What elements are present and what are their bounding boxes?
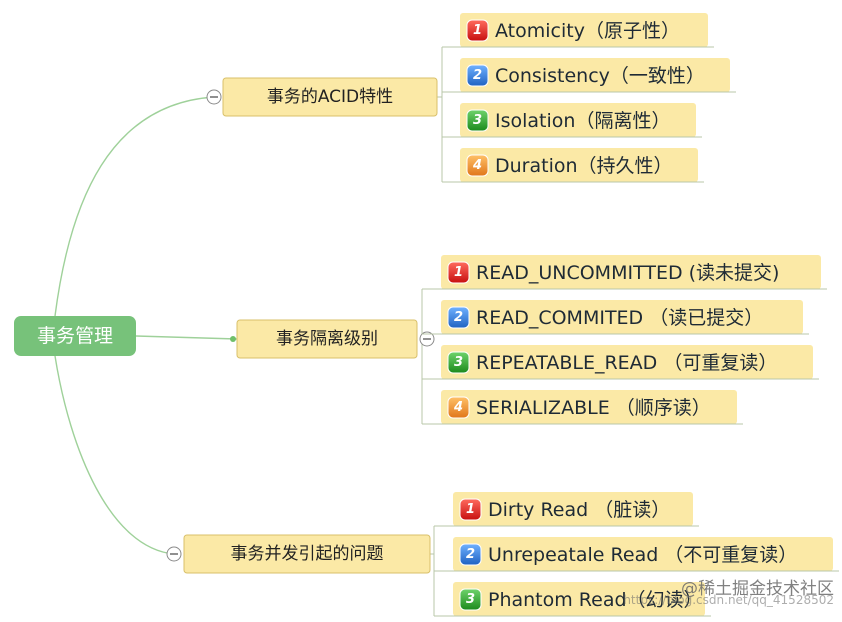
leaf-node-box (460, 148, 698, 182)
badge-number: 2 (466, 547, 475, 562)
leaf-label: Duration（持久性） (495, 155, 673, 177)
number-badge-icon: 1 (459, 498, 482, 521)
leaf-brackets (421, 47, 443, 616)
number-badge-icon: 2 (447, 306, 470, 329)
badge-number: 3 (466, 592, 475, 607)
collapse-toggle-icon[interactable] (166, 546, 182, 562)
branch-node-box (183, 534, 431, 574)
number-badge-icon: 3 (466, 109, 489, 132)
leaf-node[interactable]: 1 Dirty Read （脏读） (434, 492, 699, 527)
number-badge-icon: 4 (466, 154, 489, 177)
leaf-node-box (441, 300, 803, 334)
connector-line (54, 355, 175, 555)
number-badge-icon: 1 (447, 261, 470, 284)
leaf-label: SERIALIZABLE （顺序读） (476, 397, 711, 419)
number-badge-icon: 4 (447, 396, 470, 419)
leaf-label: Isolation（隔离性） (495, 110, 670, 132)
leaf-node[interactable]: 2 Consistency（一致性） (442, 58, 736, 93)
leaf-node[interactable]: 3 Phantom Read（幻读） (434, 582, 711, 617)
badge-number: 3 (454, 355, 463, 370)
leaf-label: Dirty Read （脏读） (488, 499, 670, 521)
leaf-node-box (441, 345, 813, 379)
leaf-node-box (460, 58, 730, 92)
connector-line (135, 335, 238, 340)
leaf-node-box (453, 582, 705, 616)
watermark-url: https://blog.csdn.net/qq_41528502 (623, 593, 834, 607)
leaf-node[interactable]: 1 READ_UNCOMMITTED (读未提交) (422, 255, 827, 290)
badge-number: 1 (466, 502, 475, 517)
number-badge-icon: 1 (466, 19, 489, 42)
leaf-node[interactable]: 2 Unrepeatale Read （不可重复读） (434, 537, 839, 572)
leaf-label: REPEATABLE_READ （可重复读） (476, 352, 777, 374)
number-badge-icon: 3 (459, 588, 482, 611)
collapse-toggle-icon[interactable] (419, 331, 435, 347)
leaf-label: READ_UNCOMMITTED (读未提交) (476, 262, 779, 284)
leaf-label: Consistency（一致性） (495, 65, 705, 87)
connector-line (54, 96, 215, 317)
badge-number: 3 (473, 113, 482, 128)
root-connectors (54, 96, 238, 555)
leaf-node[interactable]: 2 READ_COMMITED （读已提交） (422, 300, 809, 335)
leaf-node-box (441, 390, 737, 424)
badge-number: 2 (473, 68, 482, 83)
leaf-node-box (460, 13, 708, 47)
leaf-node-box (441, 255, 821, 289)
root-label: 事务管理 (37, 325, 113, 347)
branch-node[interactable]: 事务隔离级别 (236, 319, 418, 359)
branch-node[interactable]: 事务的ACID特性 (222, 77, 438, 117)
leaf-label: Atomicity（原子性） (495, 20, 680, 42)
leaf-node-box (453, 537, 833, 571)
leaf-node[interactable]: 3 REPEATABLE_READ （可重复读） (422, 345, 819, 380)
root-node-box (14, 316, 136, 356)
branch-node[interactable]: 事务并发引起的问题 (183, 534, 431, 574)
branch-node-box (222, 77, 438, 117)
connector-dot (230, 336, 236, 342)
branch-label: 事务并发引起的问题 (231, 544, 384, 564)
number-badge-icon: 3 (447, 351, 470, 374)
leaf-node[interactable]: 3 Isolation（隔离性） (442, 103, 702, 138)
root-node[interactable]: 事务管理 (14, 316, 136, 356)
branch-label: 事务隔离级别 (276, 329, 378, 349)
badge-number: 1 (454, 265, 463, 280)
badge-number: 1 (473, 23, 482, 38)
leaf-node-box (453, 492, 693, 526)
number-badge-icon: 2 (459, 543, 482, 566)
branch-label: 事务的ACID特性 (267, 87, 393, 107)
leaf-node-box (460, 103, 696, 137)
leaf-label: READ_COMMITED （读已提交） (476, 307, 763, 329)
collapse-toggle-icon[interactable] (206, 89, 222, 105)
leaf-label: Phantom Read（幻读） (488, 589, 703, 611)
badge-number: 4 (472, 158, 482, 173)
leaf-label: Unrepeatale Read （不可重复读） (488, 544, 797, 566)
leaf-node[interactable]: 1 Atomicity（原子性） (442, 13, 714, 48)
number-badge-icon: 2 (466, 64, 489, 87)
badge-number: 2 (454, 310, 463, 325)
leaf-node[interactable]: 4 SERIALIZABLE （顺序读） (422, 390, 743, 425)
watermark-text: @稀土掘金技术社区 (681, 579, 834, 599)
badge-number: 4 (453, 400, 463, 415)
leaf-node[interactable]: 4 Duration（持久性） (442, 148, 704, 183)
branch-node-box (236, 319, 418, 359)
